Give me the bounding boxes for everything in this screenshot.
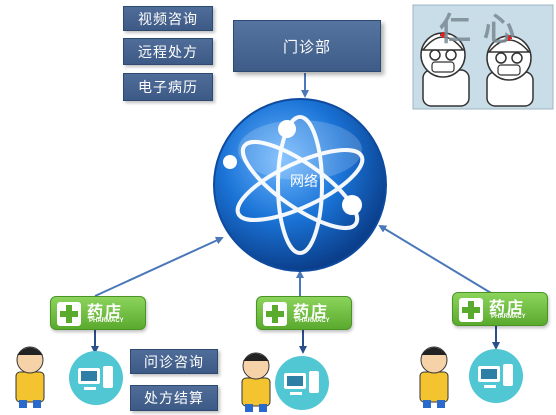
feature-box-consultation: 问诊咨询	[130, 349, 218, 374]
pharmacy-subtitle: PHARMACY	[491, 314, 526, 320]
child-figure-right	[419, 346, 449, 408]
banner-text: 仁心	[439, 10, 527, 48]
network-label: 网络	[290, 174, 318, 190]
clinic-box: 门诊部	[233, 20, 381, 72]
doctor-left-figure	[420, 32, 470, 107]
feature-box-prescription-settlement: 处方结算	[130, 385, 218, 411]
network-globe	[213, 98, 387, 272]
pharmacy-subtitle: PHARMACY	[89, 318, 124, 324]
medical-cross-icon	[57, 302, 81, 326]
pharmacy-badge-left: 药店 PHARMACY	[50, 296, 146, 330]
pharmacy-name: 药店	[489, 298, 526, 317]
pharmacy-subtitle: PHARMACY	[295, 318, 330, 324]
computer-icon-middle	[275, 356, 329, 410]
arrow-pharmacy-right-to-network	[378, 224, 497, 297]
child-figure-middle	[241, 352, 271, 412]
computer-icon-left	[69, 351, 123, 405]
pharmacy-badge-right: 药店 PHARMACY	[452, 292, 548, 326]
doctor-right-figure	[486, 35, 534, 107]
medical-cross-icon	[263, 302, 287, 326]
pharmacy-badge-middle: 药店 PHARMACY	[256, 296, 352, 330]
computer-icon-right	[469, 349, 523, 403]
feature-box-remote-prescription: 远程处方	[123, 38, 213, 65]
arrow-pharmacy-left-to-network	[94, 236, 224, 297]
pharmacy-name: 药店	[293, 302, 330, 321]
doctor-cartoon-banner	[412, 4, 554, 110]
feature-box-electronic-record: 电子病历	[123, 73, 213, 101]
medical-cross-icon	[459, 298, 483, 322]
child-figure-left	[15, 346, 45, 408]
feature-box-video-consult: 视频咨询	[123, 6, 213, 31]
pharmacy-name: 药店	[87, 302, 124, 321]
